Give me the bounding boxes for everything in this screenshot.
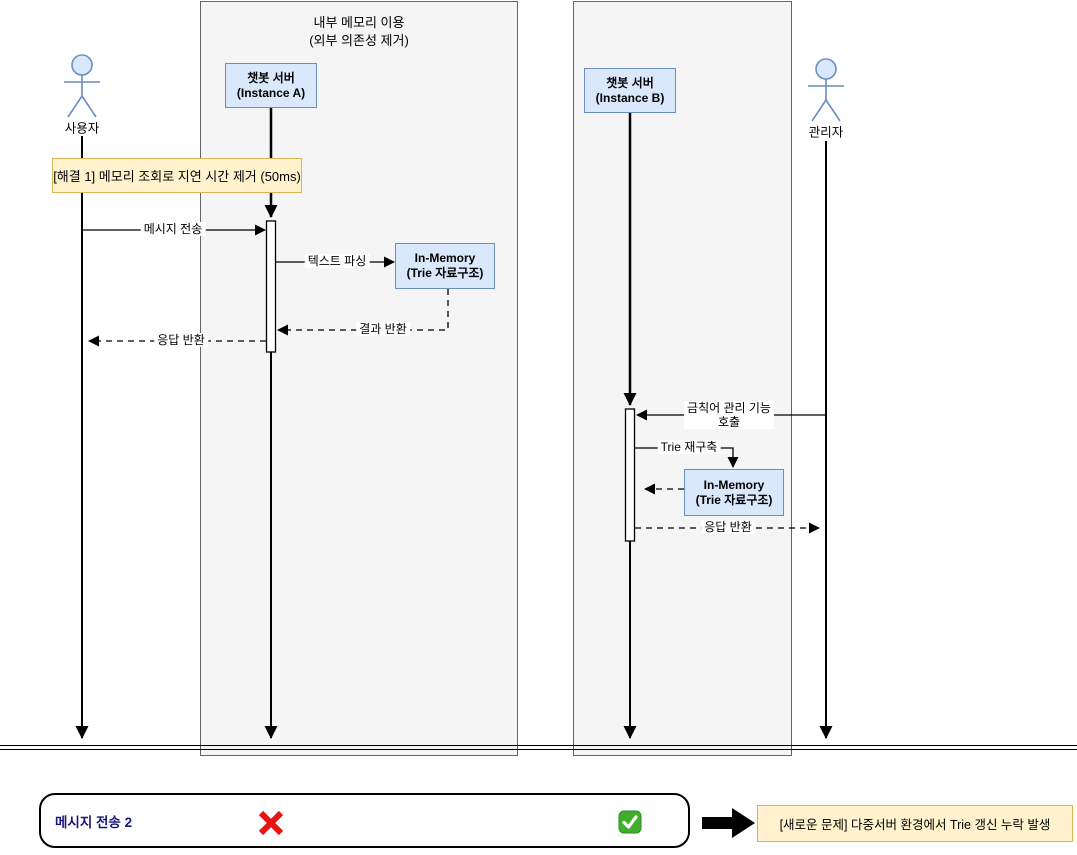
in-memory-b-line2: (Trie 자료구조): [695, 492, 773, 507]
success-check-icon: [618, 810, 642, 834]
user-actor-icon: [64, 54, 100, 118]
label-admin-call-line1: 금칙어 관리 기능: [687, 401, 771, 415]
server-instance-a-box: 챗봇 서버 (Instance A): [225, 63, 317, 108]
server-instance-a-line1: 챗봇 서버: [247, 70, 295, 85]
label-admin-call: 금칙어 관리 기능 호출: [684, 401, 774, 429]
fail-cross-icon: [258, 810, 284, 836]
note-solution1: [해결 1] 메모리 조회로 지연 시간 제거 (50ms): [52, 158, 302, 193]
in-memory-b-line1: In-Memory: [703, 477, 765, 492]
label-trie-rebuild: Trie 재구축: [657, 440, 721, 454]
user-actor-label: 사용자: [64, 121, 100, 136]
server-instance-b-line2: (Instance B): [595, 90, 665, 105]
admin-actor-label: 관리자: [808, 125, 844, 140]
in-memory-a-box: In-Memory (Trie 자료구조): [395, 243, 495, 289]
in-memory-a-line1: In-Memory: [414, 251, 476, 265]
in-memory-b-box: In-Memory (Trie 자료구조): [684, 469, 784, 516]
label-admin-call-line2: 호출: [717, 415, 741, 429]
server-instance-b-line1: 챗봇 서버: [606, 75, 654, 90]
in-memory-a-line2: (Trie 자료구조): [406, 266, 484, 280]
label-response-return-right: 응답 반환: [701, 520, 755, 534]
label-message-send: 메시지 전송: [140, 222, 206, 236]
server-instance-a-line2: (Instance A): [236, 85, 306, 100]
frame-title-line2: (외부 의존성 제거): [309, 33, 409, 48]
label-text-parse: 텍스트 파싱: [304, 254, 370, 268]
bottom-result-label: 메시지 전송 2: [55, 814, 133, 830]
label-response-return-left: 응답 반환: [154, 333, 208, 347]
frame-internal-memory: 내부 메모리 이용 (외부 의존성 제거): [200, 1, 518, 756]
frame-title: 내부 메모리 이용 (외부 의존성 제거): [201, 14, 517, 50]
frame-instance-b: [573, 1, 792, 756]
frame-title-line1: 내부 메모리 이용: [313, 15, 405, 30]
transition-arrow-icon: [702, 808, 755, 838]
server-instance-b-box: 챗봇 서버 (Instance B): [584, 68, 676, 113]
label-result-return: 결과 반환: [356, 322, 410, 336]
admin-actor-icon: [808, 58, 844, 122]
note-new-problem: [새로운 문제] 다중서버 환경에서 Trie 갱신 누락 발생: [757, 805, 1073, 842]
bottom-result-bar: 메시지 전송 2: [39, 793, 690, 848]
